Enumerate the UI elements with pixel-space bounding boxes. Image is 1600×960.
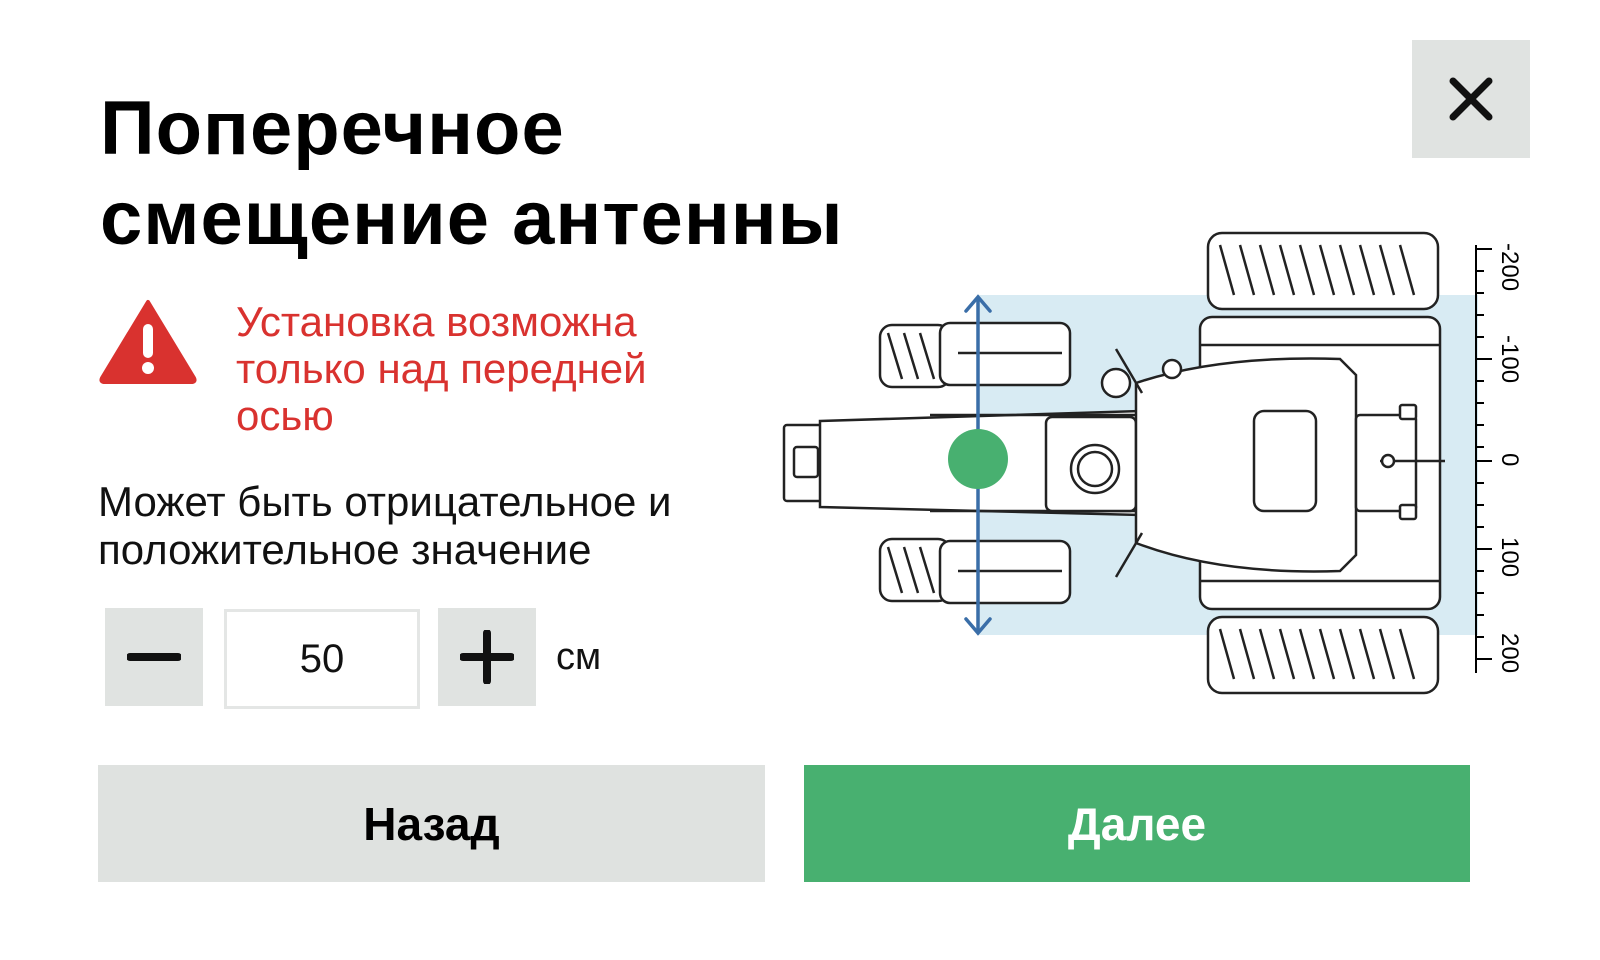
minus-icon (127, 653, 181, 661)
unit-label: см (556, 636, 602, 678)
offset-ruler (1475, 245, 1492, 673)
front-right-tire (878, 537, 952, 603)
antenna-position-marker (948, 429, 1008, 489)
rear-right-tire (1206, 615, 1440, 695)
ruler-label: 100 (1496, 537, 1523, 577)
rear-left-tire (1206, 231, 1440, 311)
ruler-label: -200 (1496, 243, 1523, 291)
title-line-2: смещение антенны (100, 176, 844, 261)
offset-value-input[interactable] (224, 609, 420, 709)
page-title: Поперечное смещение антенны (100, 84, 900, 264)
title-line-1: Поперечное (100, 86, 565, 171)
warning-triangle-icon (99, 300, 197, 384)
close-button[interactable] (1412, 40, 1530, 158)
hint-text: Может быть отрицательное и положительное… (98, 478, 672, 573)
tractor-diagram: -200 -100 0 100 200 (782, 231, 1523, 695)
close-icon (1449, 77, 1493, 121)
plus-icon (460, 630, 514, 684)
ruler-label: -100 (1496, 335, 1523, 383)
decrement-button[interactable] (105, 608, 203, 706)
increment-button[interactable] (438, 608, 536, 706)
back-button[interactable]: Назад (98, 765, 765, 882)
next-button[interactable]: Далее (804, 765, 1470, 882)
ruler-label: 0 (1496, 453, 1523, 466)
ruler-label: 200 (1496, 633, 1523, 673)
warning-message: Установка возможна только над передней о… (236, 298, 647, 439)
ruler-labels: -200 -100 0 100 200 (1496, 243, 1523, 673)
